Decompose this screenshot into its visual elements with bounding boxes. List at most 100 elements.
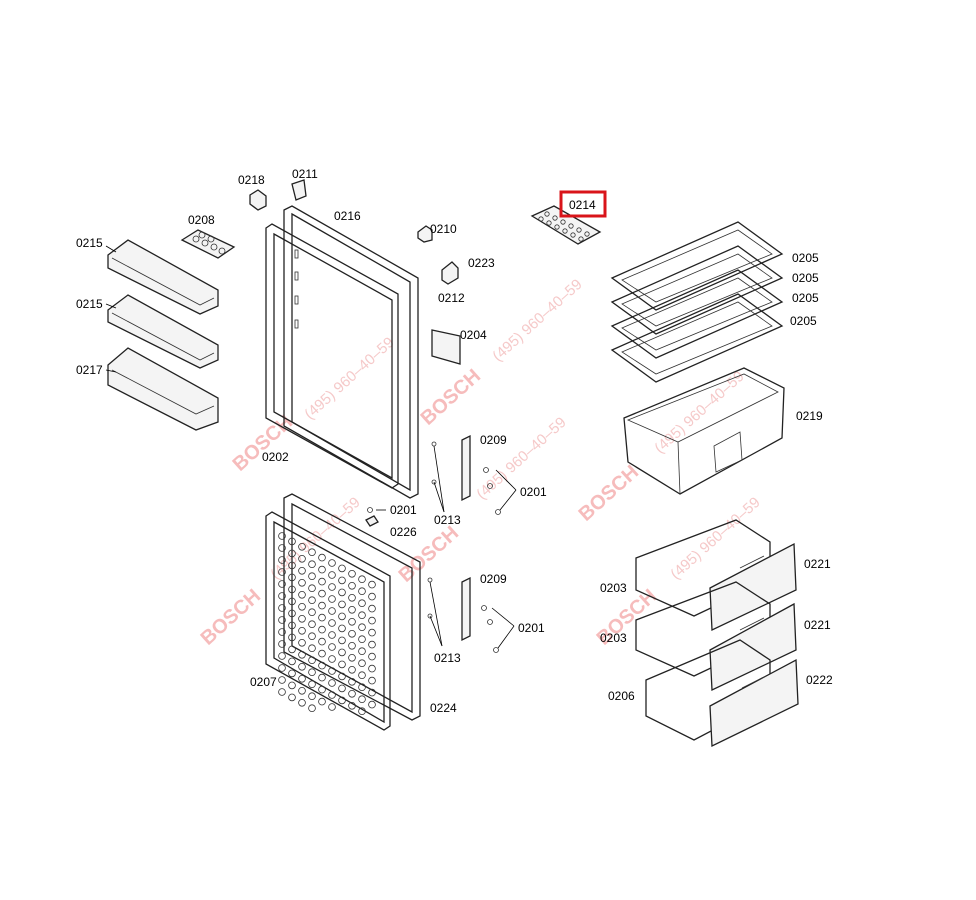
label-card-0204[interactable] bbox=[431, 329, 461, 365]
gasket-dot bbox=[308, 632, 316, 640]
gasket-dot bbox=[308, 704, 316, 712]
label-0203-upper[interactable]: 0203 bbox=[600, 581, 627, 595]
gasket-dot bbox=[288, 609, 296, 618]
label-0213-lower[interactable]: 0213 bbox=[434, 651, 461, 665]
bracket-0223-0212[interactable] bbox=[441, 261, 459, 285]
gasket-dot bbox=[318, 589, 326, 598]
gasket-dot bbox=[338, 696, 346, 705]
gasket-dot bbox=[308, 656, 316, 664]
glass-shelf-0205-2[interactable] bbox=[610, 245, 784, 335]
gasket-dot bbox=[278, 676, 286, 684]
gasket-dot bbox=[278, 688, 286, 696]
bracket-0210[interactable] bbox=[417, 225, 433, 243]
handle-0209-upper[interactable] bbox=[461, 434, 471, 502]
gasket-dot bbox=[368, 664, 376, 673]
label-0207[interactable]: 0207 bbox=[250, 675, 277, 689]
bracket-0218[interactable] bbox=[249, 189, 267, 211]
door-gasket-0202[interactable] bbox=[265, 223, 399, 489]
label-0215-bottom[interactable]: 0215 bbox=[76, 297, 103, 311]
gasket-dot bbox=[338, 612, 346, 621]
gasket-dot bbox=[348, 605, 356, 614]
watermark-brand: BOSCH bbox=[575, 461, 643, 526]
label-0214[interactable]: 0214 bbox=[569, 198, 596, 212]
label-0206[interactable]: 0206 bbox=[608, 689, 635, 703]
glass-shelf-0205-3[interactable] bbox=[610, 269, 784, 359]
gasket-dot bbox=[368, 628, 376, 637]
door-shelf-0217[interactable] bbox=[107, 347, 219, 431]
gasket-dot bbox=[348, 689, 356, 698]
glass-shelf-0205-4[interactable] bbox=[610, 293, 784, 383]
label-0226[interactable]: 0226 bbox=[390, 525, 417, 539]
gasket-dot bbox=[278, 568, 286, 576]
label-0212[interactable]: 0212 bbox=[438, 291, 465, 305]
label-0210[interactable]: 0210 bbox=[430, 222, 457, 236]
label-0221-upper[interactable]: 0221 bbox=[804, 557, 831, 571]
handle-0209-lower[interactable] bbox=[461, 576, 471, 642]
ice-tray-0214[interactable] bbox=[530, 205, 602, 245]
watermark-phone: (495) 960–40–59 bbox=[301, 334, 397, 423]
door-shelf-0215-bottom[interactable] bbox=[107, 294, 219, 369]
label-0213-upper[interactable]: 0213 bbox=[434, 513, 461, 527]
hinge-0211[interactable] bbox=[291, 179, 307, 201]
gasket-dot bbox=[298, 626, 306, 635]
gasket-dot bbox=[358, 695, 366, 703]
leader-lines bbox=[105, 245, 517, 649]
freezer-box-0219[interactable] bbox=[623, 367, 785, 495]
label-0222[interactable]: 0222 bbox=[806, 673, 833, 687]
label-0202[interactable]: 0202 bbox=[262, 450, 289, 464]
label-0224[interactable]: 0224 bbox=[430, 701, 457, 715]
drawer-0221-lower[interactable] bbox=[635, 581, 797, 692]
gasket-dot bbox=[318, 553, 326, 562]
label-0205-2[interactable]: 0205 bbox=[792, 271, 819, 285]
label-0205-3[interactable]: 0205 bbox=[792, 291, 819, 305]
label-0219[interactable]: 0219 bbox=[796, 409, 823, 423]
label-0215-top[interactable]: 0215 bbox=[76, 236, 103, 250]
door-gasket-0207[interactable] bbox=[265, 511, 391, 731]
label-0201-right-lower[interactable]: 0201 bbox=[518, 621, 545, 635]
gasket-dot bbox=[318, 649, 326, 658]
gasket-dot bbox=[288, 681, 296, 690]
gasket-dot bbox=[328, 703, 336, 711]
glass-shelf-0205-1[interactable] bbox=[610, 221, 784, 311]
gasket-dot bbox=[328, 691, 336, 699]
label-0208[interactable]: 0208 bbox=[188, 213, 215, 227]
screws-0213[interactable] bbox=[365, 441, 437, 619]
drawer-0221-upper[interactable] bbox=[635, 519, 797, 632]
door-shelf-0215-top[interactable] bbox=[107, 239, 219, 315]
gasket-dot bbox=[318, 625, 326, 634]
gasket-dot bbox=[358, 575, 366, 583]
label-0211[interactable]: 0211 bbox=[292, 167, 318, 181]
upper-door-0216[interactable] bbox=[283, 205, 419, 499]
label-0201-center[interactable]: 0201 bbox=[390, 503, 417, 517]
label-0221-lower[interactable]: 0221 bbox=[804, 618, 831, 632]
gasket-dot bbox=[358, 707, 366, 715]
label-0216[interactable]: 0216 bbox=[334, 209, 361, 223]
gasket-dot bbox=[328, 655, 336, 663]
gasket-dot bbox=[308, 548, 316, 556]
gasket-dot bbox=[328, 643, 336, 651]
gasket-dot bbox=[318, 613, 326, 622]
gasket-dot bbox=[308, 644, 316, 652]
label-0209-lower[interactable]: 0209 bbox=[480, 572, 507, 586]
gasket-dot bbox=[348, 641, 356, 650]
gasket-dot bbox=[278, 532, 286, 540]
gasket-dot bbox=[318, 673, 326, 682]
label-0205-1[interactable]: 0205 bbox=[792, 251, 819, 265]
lower-door-0224[interactable] bbox=[283, 493, 421, 721]
gasket-dot bbox=[318, 565, 326, 574]
label-0223[interactable]: 0223 bbox=[468, 256, 495, 270]
label-0205-4[interactable]: 0205 bbox=[790, 314, 817, 328]
label-0218[interactable]: 0218 bbox=[238, 173, 265, 187]
label-0217[interactable]: 0217 bbox=[76, 363, 103, 377]
gasket-dot bbox=[298, 542, 306, 551]
label-0209-upper[interactable]: 0209 bbox=[480, 433, 507, 447]
gasket-dot bbox=[358, 623, 366, 631]
label-0203-lower[interactable]: 0203 bbox=[600, 631, 627, 645]
gasket-dot bbox=[298, 686, 306, 695]
label-0204[interactable]: 0204 bbox=[460, 328, 487, 342]
screws-0201[interactable] bbox=[481, 467, 501, 653]
label-0201-right-upper[interactable]: 0201 bbox=[520, 485, 547, 499]
egg-tray-0208[interactable] bbox=[180, 229, 236, 259]
gasket-dot bbox=[298, 614, 306, 623]
drawer-0222[interactable] bbox=[645, 639, 799, 748]
